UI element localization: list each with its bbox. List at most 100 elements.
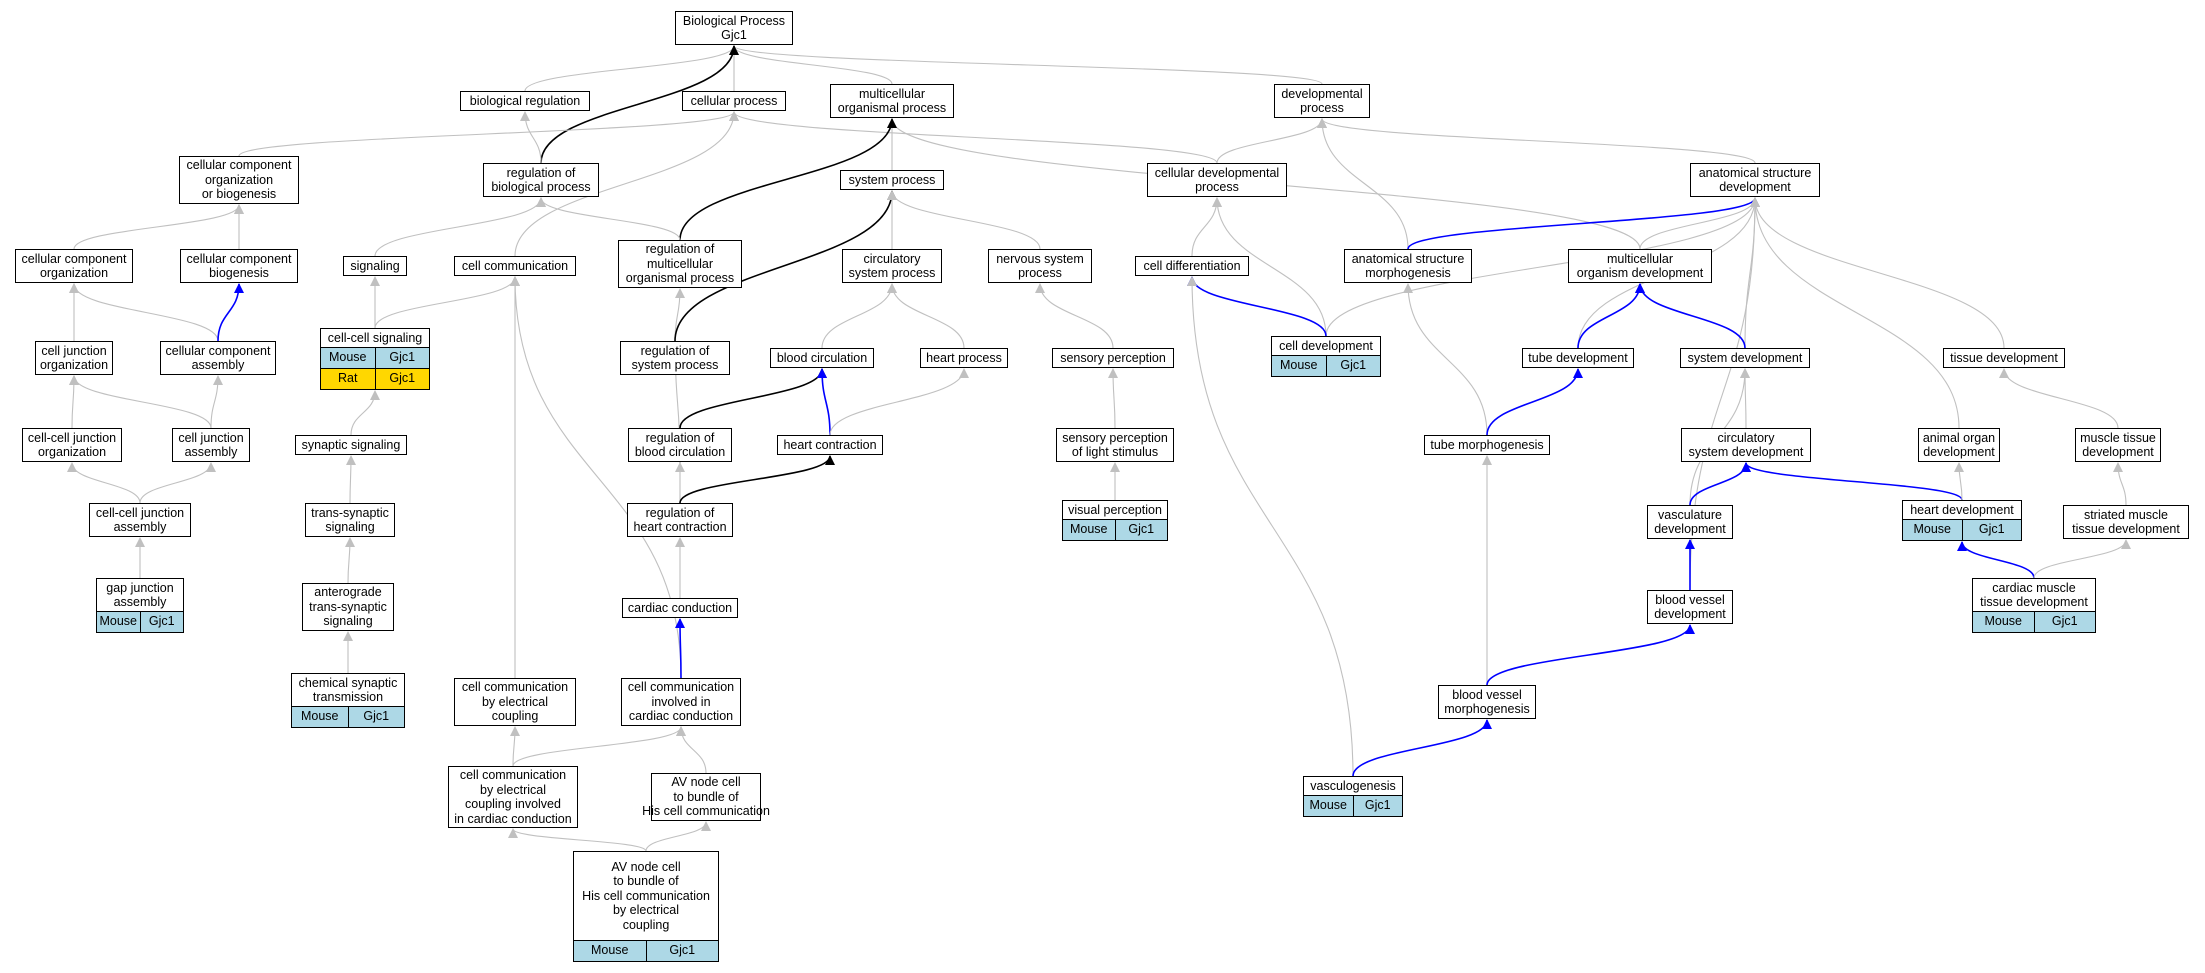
edge-is_a-cceicc-to-cce	[509, 726, 520, 767]
go-term-mod[interactable]: multicellular organism development	[1568, 249, 1712, 283]
species-cell: Mouse	[292, 706, 348, 727]
edge-is_a-regmulti-to-regbio	[536, 197, 681, 241]
go-term-regsys[interactable]: regulation of system process	[620, 341, 730, 375]
go-term-cjorg[interactable]: cell junction organization	[35, 341, 113, 375]
edge-part_of-ccasm-to-ccbio	[217, 283, 244, 342]
go-term-sysdev[interactable]: system development	[1680, 348, 1810, 368]
go-term-ccorg[interactable]: cellular component organization or bioge…	[179, 156, 299, 204]
edge-is_a-ccorg2-to-ccorg	[73, 204, 244, 250]
edge-part_of-celldev-to-celldiff	[1187, 276, 1327, 337]
go-term-bloodcirc[interactable]: blood circulation	[770, 348, 874, 368]
edge-is_a-cardmusc-to-striated	[2033, 539, 2131, 579]
gene-cell: Gjc1	[2033, 611, 2095, 632]
edge-is_a-asd-to-devproc	[1317, 118, 1756, 164]
edge-is_a-celldiff-to-celldevproc	[1191, 197, 1222, 257]
edge-regulates-regheart-to-heartcontr	[679, 455, 835, 504]
go-term-ccsig[interactable]: cell-cell signaling	[320, 328, 430, 348]
species-cell: Mouse	[1272, 355, 1326, 376]
go-term-avnodeel[interactable]: AV node cell to bundle of His cell commu…	[573, 851, 719, 941]
go-term-ccorg2[interactable]: cellular component organization	[15, 249, 133, 283]
species-cell: Mouse	[321, 347, 375, 368]
edge-regulates-regsys-to-sysproc	[674, 190, 897, 342]
species-cell: Mouse	[97, 611, 140, 632]
go-term-circdev[interactable]: circulatory system development	[1681, 428, 1811, 462]
go-term-heartcontr[interactable]: heart contraction	[777, 435, 883, 455]
go-term-gapjunc[interactable]: gap junction assembly	[96, 578, 184, 612]
go-term-cceicc[interactable]: cell communication by electrical couplin…	[448, 766, 578, 828]
go-term-regblood[interactable]: regulation of blood circulation	[628, 428, 732, 462]
go-term-regheart[interactable]: regulation of heart contraction	[627, 503, 733, 537]
go-term-transsyn[interactable]: trans-synaptic signaling	[305, 503, 395, 537]
go-term-muscledev[interactable]: muscle tissue development	[2075, 428, 2161, 462]
go-term-bp[interactable]: Biological Process Gjc1	[675, 11, 793, 45]
edge-is_a-ccjorg-to-cjorg	[68, 375, 79, 429]
go-term-vascdev[interactable]: vasculature development	[1647, 505, 1733, 539]
go-term-visperc[interactable]: visual perception	[1062, 500, 1168, 520]
go-term-cardcond[interactable]: cardiac conduction	[622, 598, 738, 618]
edge-part_of-heartcontr-to-bloodcirc	[817, 368, 831, 436]
go-term-vasculo[interactable]: vasculogenesis	[1303, 776, 1403, 796]
go-term-antero[interactable]: anterograde trans-synaptic signaling	[302, 583, 394, 631]
go-term-animorg[interactable]: animal organ development	[1918, 428, 2000, 462]
go-term-signaling[interactable]: signaling	[343, 256, 407, 276]
edge-is_a-asm-to-devproc	[1317, 118, 1409, 250]
go-term-asm[interactable]: anatomical structure morphogenesis	[1344, 249, 1472, 283]
go-term-chemsyn[interactable]: chemical synaptic transmission	[291, 673, 405, 707]
gene-cell: Gjc1	[139, 611, 183, 632]
go-term-cellproc[interactable]: cellular process	[682, 91, 786, 111]
go-term-multi[interactable]: multicellular organismal process	[830, 84, 954, 118]
go-term-bvmorph[interactable]: blood vessel morphogenesis	[1438, 685, 1536, 719]
go-term-cellcomm[interactable]: cell communication	[454, 256, 576, 276]
go-term-celldiff[interactable]: cell differentiation	[1135, 256, 1249, 276]
species-cell: Mouse	[1903, 519, 1962, 540]
go-term-ccjorg[interactable]: cell-cell junction organization	[22, 428, 122, 462]
go-term-celldevproc[interactable]: cellular developmental process	[1147, 163, 1287, 197]
gene-cell: Gjc1	[645, 940, 718, 961]
go-term-tubedev[interactable]: tube development	[1522, 348, 1634, 368]
go-term-nervsys[interactable]: nervous system process	[988, 249, 1092, 283]
species-cell: Rat	[321, 368, 375, 389]
go-term-sensperc[interactable]: sensory perception	[1052, 348, 1174, 368]
go-term-regbio[interactable]: regulation of biological process	[483, 163, 599, 197]
go-term-bioreg[interactable]: biological regulation	[460, 91, 590, 111]
go-term-heartproc[interactable]: heart process	[920, 348, 1008, 368]
go-term-ccicc[interactable]: cell communication involved in cardiac c…	[621, 678, 741, 726]
edge-is_a-avnodeel-to-avnode	[645, 821, 711, 852]
go-term-bvdev[interactable]: blood vessel development	[1647, 590, 1733, 624]
edge-part_of-vasculo-to-bvmorph	[1352, 719, 1492, 777]
edge-is_a-heartcontr-to-heartproc	[829, 368, 969, 436]
go-term-celldev[interactable]: cell development	[1271, 336, 1381, 356]
edge-part_of-sysdev-to-mod	[1635, 283, 1746, 349]
go-term-circsys[interactable]: circulatory system process	[842, 249, 942, 283]
go-term-sysproc[interactable]: system process	[840, 170, 944, 190]
edge-is_a-avnode-to-ccicc	[676, 726, 707, 774]
edge-is_a-celldevproc-to-cellproc	[729, 111, 1218, 164]
go-term-senslight[interactable]: sensory perception of light stimulus	[1056, 428, 1174, 462]
go-term-ccasm[interactable]: cellular component assembly	[160, 341, 276, 375]
go-term-striated[interactable]: striated muscle tissue development	[2063, 505, 2189, 539]
go-term-devproc[interactable]: developmental process	[1274, 84, 1370, 118]
go-term-cardmusc[interactable]: cardiac muscle tissue development	[1972, 578, 2096, 612]
go-term-heartdev[interactable]: heart development	[1902, 500, 2022, 520]
go-term-asd[interactable]: anatomical structure development	[1690, 163, 1820, 197]
go-term-cce[interactable]: cell communication by electrical couplin…	[454, 678, 576, 726]
go-term-cjasm[interactable]: cell junction assembly	[172, 428, 250, 462]
edge-regulates-regblood-to-bloodcirc	[679, 368, 827, 429]
go-term-avnode[interactable]: AV node cell to bundle of His cell commu…	[642, 773, 770, 821]
edge-is_a-heartproc-to-circsys	[887, 283, 965, 349]
species-cell: Mouse	[1063, 519, 1115, 540]
go-term-synsig[interactable]: synaptic signaling	[295, 435, 407, 455]
gene-cell: Gjc1	[1114, 519, 1167, 540]
go-term-ccbio[interactable]: cellular component biogenesis	[180, 249, 298, 283]
edge-is_a-celldev-to-asd	[1325, 197, 1760, 337]
go-term-tubemorph[interactable]: tube morphogenesis	[1424, 435, 1550, 455]
go-term-ccjasm[interactable]: cell-cell junction assembly	[89, 503, 191, 537]
go-term-regmulti[interactable]: regulation of multicellular organismal p…	[618, 240, 742, 288]
go-term-tissuedev[interactable]: tissue development	[1943, 348, 2065, 368]
